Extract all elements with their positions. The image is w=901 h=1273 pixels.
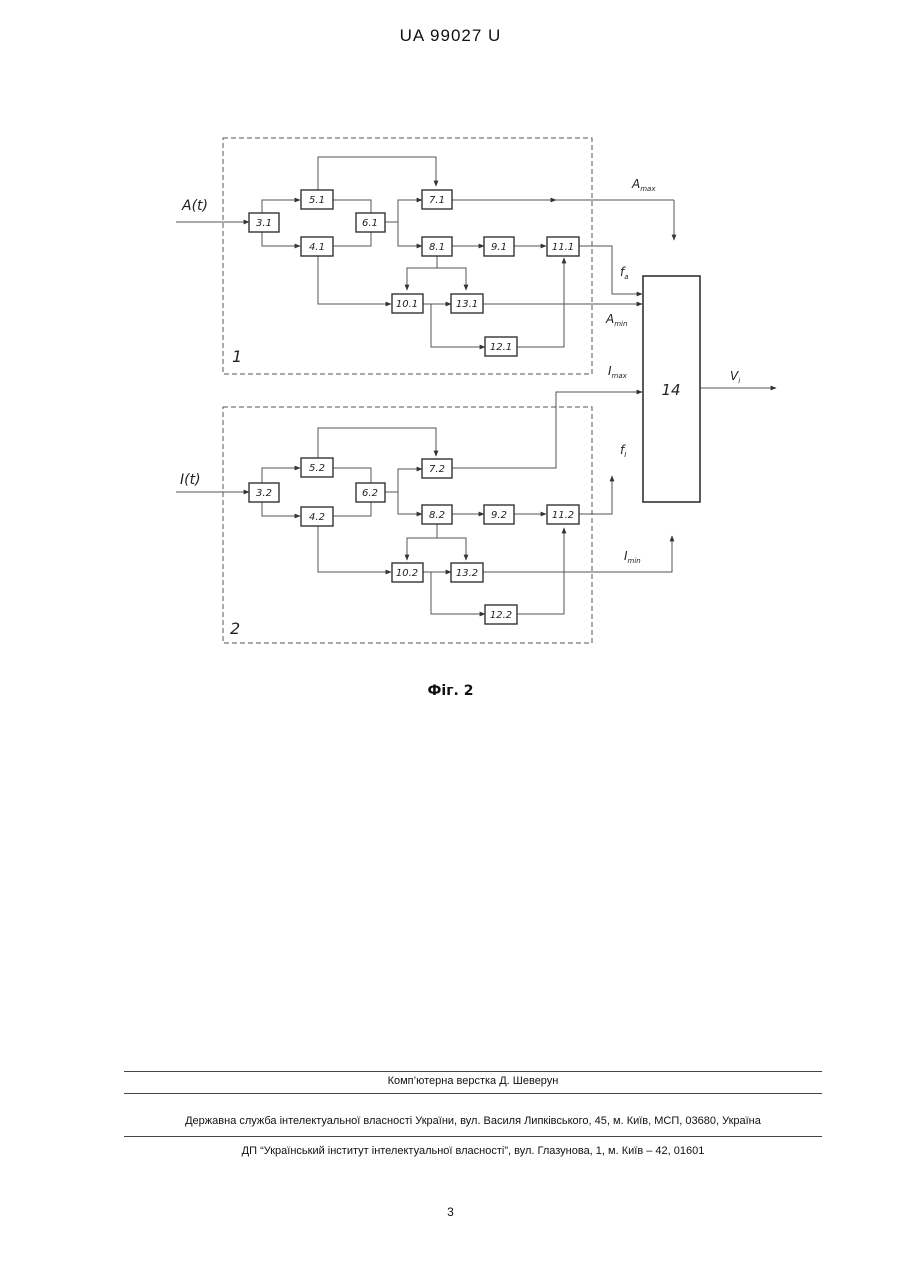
input-1-label: A(t) <box>181 198 208 214</box>
block-label: 4.1 <box>309 242 325 253</box>
footer-rule-1 <box>124 1071 822 1072</box>
footer-rule-2 <box>124 1093 822 1094</box>
block-label: 8.2 <box>429 510 445 521</box>
block-label: 3.2 <box>256 488 272 499</box>
figure-caption: Фіг. 2 <box>0 683 901 699</box>
input-2-label: I(t) <box>180 472 201 488</box>
footer-agency: Державна служба інтелектуальної власност… <box>124 1115 822 1127</box>
footer-institute: ДП “Український інститут інтелектуальної… <box>124 1145 822 1157</box>
block-label: 9.2 <box>491 510 507 521</box>
svg-text:fI: fI <box>620 443 626 459</box>
svg-text:Amin: Amin <box>605 312 627 328</box>
block-label: 5.1 <box>309 195 325 206</box>
block-label: 5.2 <box>309 463 325 474</box>
svg-text:Amax: Amax <box>631 177 656 193</box>
region-2-label: 2 <box>230 619 240 638</box>
footer-rule-3 <box>124 1136 822 1137</box>
block-label: 7.2 <box>429 464 445 475</box>
block-label: 6.2 <box>362 488 378 499</box>
block-label: 12.1 <box>490 342 512 353</box>
svg-text:fa: fa <box>620 265 629 281</box>
channel-2-block-labels: 3.2 5.2 4.2 6.2 7.2 8.2 9.2 11.2 10.2 13… <box>256 463 574 621</box>
block-diagram: 1 2 <box>0 0 901 720</box>
block-label: 9.1 <box>491 242 507 253</box>
svg-text:Imin: Imin <box>624 549 641 565</box>
block-label: 13.1 <box>456 299 478 310</box>
page-number: 3 <box>0 1205 901 1219</box>
channel-1-block-labels: 3.1 5.1 4.1 6.1 7.1 8.1 9.1 11.1 10.1 13… <box>256 195 574 353</box>
region-1-label: 1 <box>232 347 242 366</box>
block-label: 13.2 <box>456 568 478 579</box>
block-label: 3.1 <box>256 218 272 229</box>
region-1-frame <box>223 138 592 374</box>
channel-2-blocks <box>249 458 579 624</box>
block-label: 11.1 <box>552 242 574 253</box>
region-2-frame <box>223 407 592 643</box>
block-label: 8.1 <box>429 242 445 253</box>
block-label: 11.2 <box>552 510 574 521</box>
channel-1-blocks <box>249 190 579 356</box>
footer-layout: Комп’ютерна верстка Д. Шеверун <box>124 1075 822 1087</box>
processor-label: 14 <box>661 381 680 399</box>
block-label: 7.1 <box>429 195 445 206</box>
block-label: 10.2 <box>396 568 418 579</box>
block-label: 4.2 <box>309 512 325 523</box>
svg-text:Imax: Imax <box>608 364 628 380</box>
block-label: 6.1 <box>362 218 378 229</box>
channel-2-wires <box>176 392 672 614</box>
block-label: 10.1 <box>396 299 418 310</box>
svg-text:Vi: Vi <box>730 369 740 385</box>
block-label: 12.2 <box>490 610 512 621</box>
